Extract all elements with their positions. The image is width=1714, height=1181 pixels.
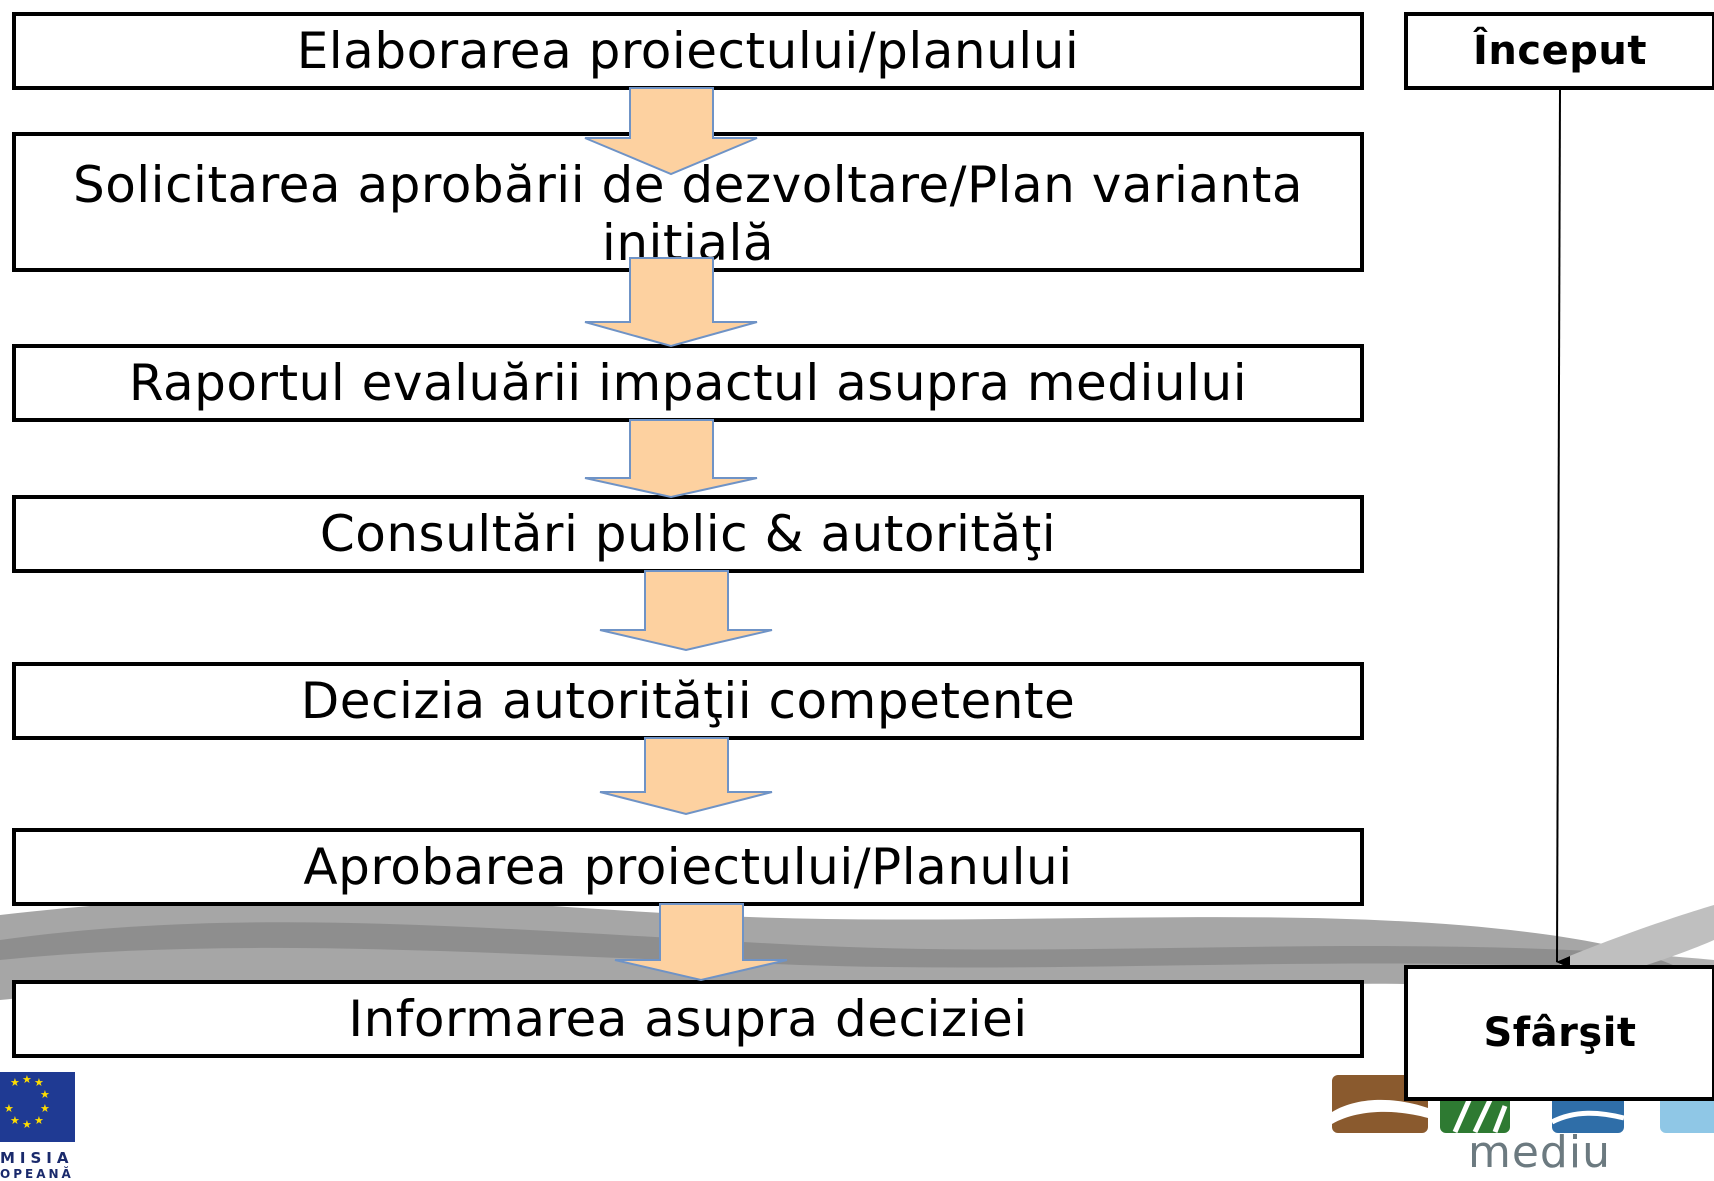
start-box: Început	[1404, 12, 1714, 90]
eu-logo-text-line1: MISIA	[0, 1149, 74, 1167]
step-box-7: Informarea asupra deciziei	[12, 980, 1364, 1058]
svg-text:★: ★	[34, 1076, 44, 1089]
step-label-6: Aprobarea proiectului/Planului	[303, 838, 1073, 896]
mediu-logo-text: mediu	[1468, 1127, 1611, 1178]
svg-text:★: ★	[22, 1118, 32, 1131]
step-box-3: Raportul evaluării impactul asupra mediu…	[12, 344, 1364, 422]
start-label: Început	[1473, 28, 1647, 74]
step-label-7: Informarea asupra deciziei	[348, 990, 1028, 1048]
step-box-6: Aprobarea proiectului/Planului	[12, 828, 1364, 906]
step-label-3: Raportul evaluării impactul asupra mediu…	[128, 354, 1248, 412]
svg-text:★: ★	[34, 1114, 44, 1127]
wave-shape-2	[0, 922, 1714, 975]
svg-text:★: ★	[22, 1073, 32, 1086]
block-arrow-6	[614, 903, 788, 982]
block-arrow-4	[599, 570, 773, 652]
step-box-1: Elaborarea proiectului/planului	[12, 12, 1364, 90]
block-arrow-1	[584, 87, 758, 176]
svg-text:★: ★	[40, 1102, 50, 1115]
step-box-2: Solicitarea aprobării de dezvoltare/Plan…	[12, 132, 1364, 272]
svg-text:★: ★	[10, 1076, 20, 1089]
eu-logo-text-line2: OPEANĂ	[0, 1167, 74, 1181]
block-arrow-5	[599, 737, 773, 816]
start-to-end-connector	[1556, 89, 1571, 969]
end-label: Sfârşit	[1483, 1010, 1637, 1056]
svg-text:★: ★	[40, 1088, 50, 1101]
svg-text:★: ★	[4, 1102, 14, 1115]
step-label-4: Consultări public & autorităţi	[319, 505, 1057, 563]
svg-text:★: ★	[10, 1114, 20, 1127]
step-label-5: Decizia autorităţii competente	[300, 672, 1076, 730]
step-box-4: Consultări public & autorităţi	[12, 495, 1364, 573]
block-arrow-2	[584, 257, 758, 348]
block-arrow-3	[584, 419, 758, 499]
step-label-1: Elaborarea proiectului/planului	[296, 22, 1080, 80]
eu-flag-logo: ★★★ ★★★ ★★★	[0, 1072, 75, 1142]
